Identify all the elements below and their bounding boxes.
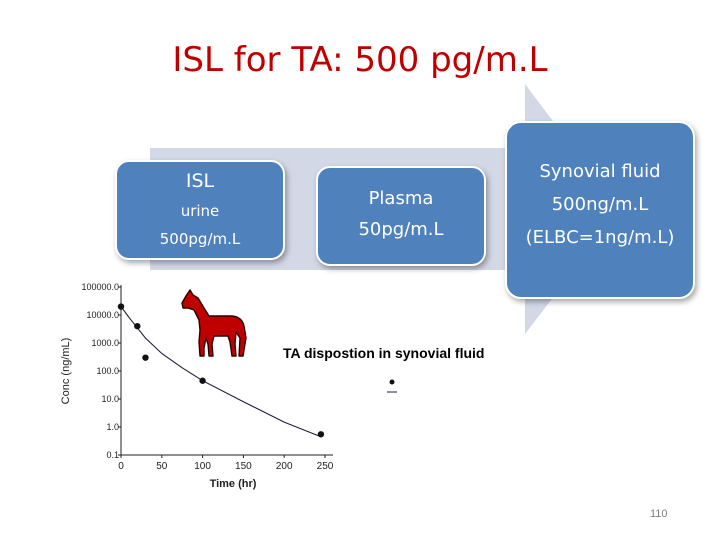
y-tick-label: 1000.0: [91, 338, 119, 348]
x-tick-label: 0: [118, 461, 124, 472]
isl-box-title: ISL: [185, 170, 215, 192]
isl-urine-box: ISL urine 500pg/m.L: [115, 160, 285, 260]
y-tick-label: 10.0: [101, 394, 119, 404]
x-tick-label: 200: [276, 461, 293, 472]
legend-observed-marker: [389, 379, 395, 385]
synovial-box-value: 500ng/m.L: [551, 194, 649, 215]
horse-icon: [181, 289, 247, 357]
isl-box-matrix: urine: [180, 202, 220, 220]
y-tick-label: 100000.0: [81, 282, 119, 292]
concentration-time-chart: 0.1 1.0 10.0 100.0 1000.0 10000.0 100000.0 0 50 1…: [60, 282, 397, 490]
y-tick-label: 10000.0: [86, 310, 119, 320]
x-tick-label: 250: [317, 461, 334, 472]
plasma-box-value: 50pg/m.L: [358, 219, 444, 240]
x-tick-label: 100: [194, 461, 211, 472]
x-tick-label: 50: [156, 461, 168, 472]
y-tick-label: 0.1: [106, 450, 119, 460]
isl-box-value: 500pg/m.L: [159, 230, 241, 248]
observed-data-point: [134, 322, 141, 330]
observed-data-point: [317, 431, 325, 438]
observed-data-point: [199, 377, 206, 384]
observed-data-point: [117, 303, 125, 310]
slide-title: ISL for TA: 500 pg/m.L: [172, 40, 548, 80]
chart-caption: TA dispostion in synovial fluid: [283, 345, 485, 361]
y-axis-label: Conc (ng/mL): [60, 338, 72, 405]
page-number: 110: [650, 508, 668, 520]
synovial-fluid-box: Synovial fluid 500ng/m.L (ELBC=1ng/m.L): [505, 121, 695, 299]
x-axis-label: Time (hr): [210, 478, 257, 490]
synovial-box-elbc: (ELBC=1ng/m.L): [525, 227, 675, 248]
y-tick-label: 100.0: [96, 366, 119, 376]
plasma-box: Plasma 50pg/m.L: [316, 166, 486, 266]
synovial-box-title: Synovial fluid: [539, 161, 661, 182]
predicted-series-line: [120, 306, 322, 438]
plasma-box-title: Plasma: [368, 188, 434, 209]
observed-data-point: [142, 354, 149, 361]
x-tick-label: 150: [235, 461, 252, 472]
y-tick-label: 1.0: [106, 422, 119, 432]
